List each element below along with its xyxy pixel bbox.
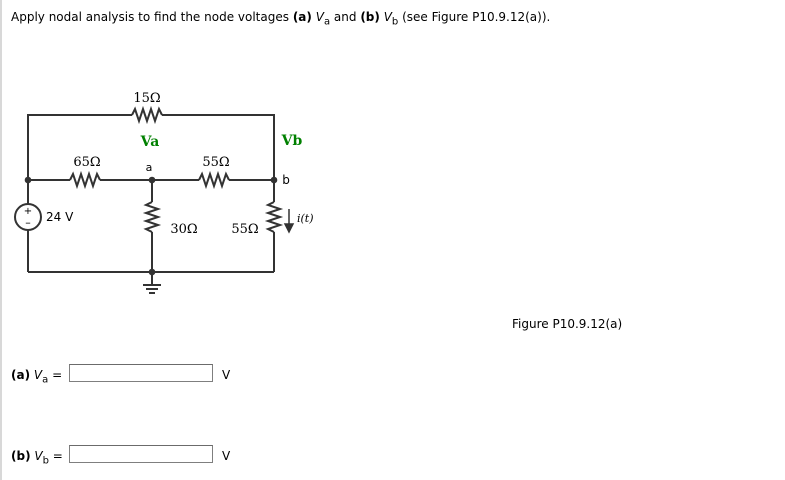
- source-plus: +: [24, 206, 32, 217]
- voltage-source-icon: [14, 203, 42, 231]
- question-part-b-tag: (b): [360, 10, 380, 24]
- question-part-a-tag: (a): [292, 10, 312, 24]
- answer-tag-b: (b): [11, 449, 31, 463]
- answer-tag-a: (a): [11, 368, 31, 382]
- question-and: and: [333, 10, 357, 24]
- node-b-label: b: [282, 173, 290, 187]
- current-arrow-icon: [283, 209, 295, 234]
- circuit-wires: [27, 105, 284, 285]
- node-dot-left: [24, 176, 32, 184]
- current-label: i(t): [297, 212, 314, 225]
- ground-icon: [143, 284, 161, 294]
- answer-unit-b: V: [222, 449, 231, 463]
- source-voltage-label: 24 V: [46, 210, 74, 224]
- wire-top-left: [27, 114, 132, 180]
- answer-var-b: V: [34, 449, 43, 463]
- node-dot-b: [270, 176, 278, 184]
- answer-sub-b: b: [42, 455, 49, 467]
- question-var-b: V: [383, 10, 392, 24]
- node-a-label: a: [146, 161, 153, 174]
- answer-equals-b: =: [52, 449, 63, 463]
- question-sub-a: a: [323, 16, 331, 28]
- answer-var-a: V: [33, 368, 43, 382]
- circuit-diagram: + – 15Ω 65Ω 55Ω 30Ω 55Ω Va Vb a b 24 V i…: [14, 91, 314, 294]
- node-b-heading: Vb: [281, 133, 303, 149]
- question-prefix: Apply nodal analysis to find the node vo…: [11, 10, 289, 24]
- answer-equals-a: =: [52, 368, 63, 382]
- answer-input-a[interactable]: [69, 364, 213, 382]
- source-minus: –: [25, 216, 31, 229]
- answer-label-a: (a) Va =: [11, 368, 62, 385]
- question-text: Apply nodal analysis to find the node vo…: [11, 10, 550, 27]
- label-r-right: 55Ω: [231, 222, 258, 237]
- label-r-left: 65Ω: [73, 155, 100, 170]
- answer-sub-a: a: [42, 374, 49, 386]
- question-suffix: (see Figure P10.9.12(a)).: [402, 10, 551, 24]
- wire-top-right: [162, 114, 275, 180]
- answer-input-b[interactable]: [69, 445, 213, 463]
- question-var-a: V: [315, 10, 324, 24]
- answer-label-b: (b) Vb =: [11, 449, 63, 466]
- figure-caption: Figure P10.9.12(a): [512, 317, 623, 331]
- resistor-65: [69, 170, 101, 190]
- label-r-top: 15Ω: [133, 91, 160, 106]
- label-r-center: 30Ω: [170, 222, 197, 237]
- resistor-15: [131, 105, 163, 125]
- resistor-55-horizontal: [198, 170, 230, 190]
- question-sub-b: b: [391, 16, 399, 28]
- node-dot-bottom: [148, 268, 156, 276]
- left-border: [0, 0, 2, 480]
- resistor-30: [142, 201, 162, 233]
- node-a-heading: Va: [140, 134, 160, 150]
- resistor-55-vertical: [264, 201, 284, 233]
- answer-unit-a: V: [222, 368, 231, 382]
- node-dot-a: [148, 176, 156, 184]
- label-r-mid: 55Ω: [202, 155, 229, 170]
